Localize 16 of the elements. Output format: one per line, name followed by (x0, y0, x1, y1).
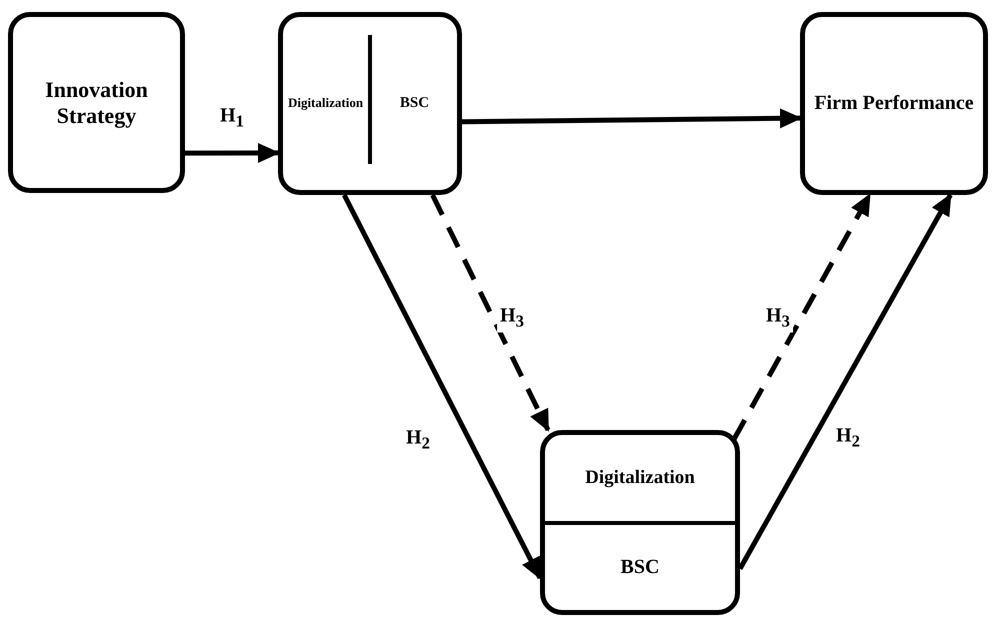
node-label: Digitalization (288, 96, 364, 111)
rounded-box (800, 12, 988, 195)
arrow (732, 193, 872, 440)
node-label: Firm Performance (814, 92, 974, 115)
node-label: BSC (620, 556, 660, 579)
rounded-box (278, 12, 462, 195)
arrow (430, 194, 550, 432)
arrow (738, 193, 953, 570)
rounded-box (8, 12, 185, 193)
node-label: Innovation Strategy (44, 77, 149, 128)
arrow (462, 108, 802, 128)
node-label: BSC (400, 94, 430, 112)
node-label: Digitalization (585, 466, 695, 489)
arrow (342, 194, 542, 580)
rounded-box (540, 430, 740, 615)
arrow (185, 142, 280, 163)
